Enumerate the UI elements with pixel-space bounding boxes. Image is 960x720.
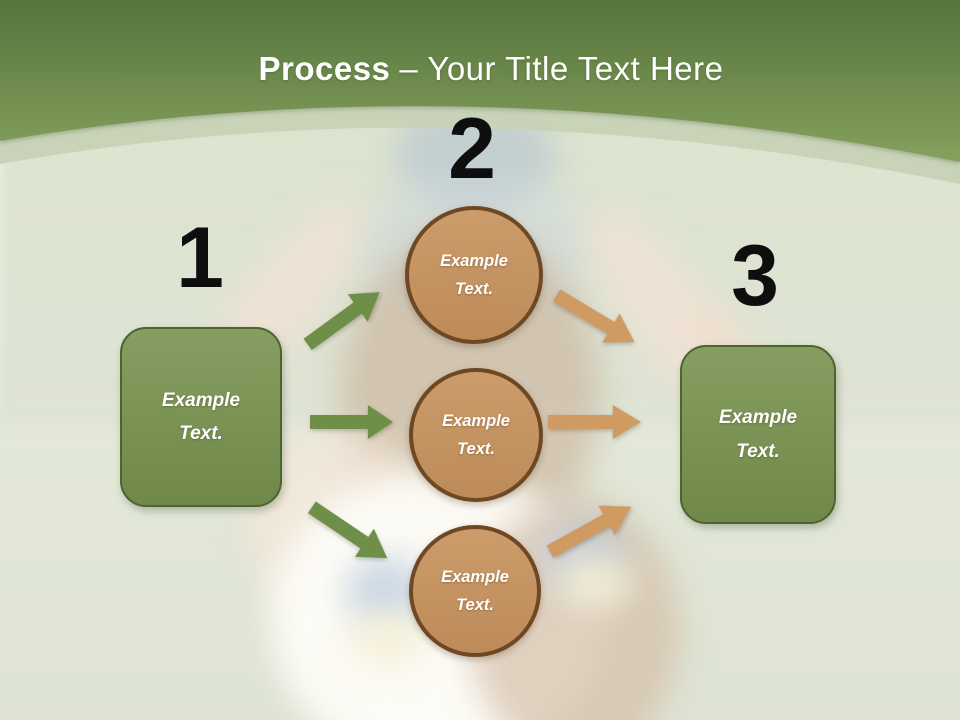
orange-arrow-up-right-icon [546, 505, 632, 558]
green-arrow-right-icon [310, 405, 394, 439]
label-line2: Text. [457, 440, 495, 458]
step-number-2: 2 [448, 101, 496, 197]
process-circle-2: Example Text. [409, 368, 543, 502]
label-line2: Text. [179, 423, 223, 444]
title-subtitle: – Your Title Text Here [399, 50, 724, 87]
green-arrow-up-right-icon [303, 292, 380, 351]
label-line2: Text. [456, 596, 494, 614]
slide-title: Process– Your Title Text Here [0, 50, 960, 88]
orange-arrow-right-icon [548, 405, 641, 439]
header-curve-green [0, 0, 960, 162]
step-number-3: 3 [731, 228, 779, 324]
process-box-step1: Example Text. [120, 327, 282, 507]
label-line1: Example [161, 389, 241, 411]
green-arrow-down-right-icon [307, 501, 388, 559]
label-line1: Example [442, 411, 510, 430]
process-box-step3-label: Example Text. [719, 401, 797, 468]
title-keyword: Process [258, 50, 391, 87]
process-circle-3-label: Example Text. [441, 563, 509, 619]
process-circle-2-label: Example Text. [442, 407, 510, 463]
header-banner [0, 0, 960, 184]
label-line2: Text. [736, 440, 780, 462]
label-line2: Text. [455, 280, 493, 298]
process-circle-1: Example Text. [405, 206, 543, 344]
step-number-1: 1 [176, 210, 224, 306]
photo-child-left-shoe [350, 610, 425, 665]
process-circle-1-label: Example Text. [440, 247, 508, 303]
label-line1: Example [718, 407, 798, 429]
orange-arrow-down-right-icon [552, 289, 635, 343]
photo-child-right-shoe [555, 555, 635, 610]
label-line1: Example [441, 567, 509, 586]
process-circle-3: Example Text. [409, 525, 541, 657]
process-box-step3: Example Text. [680, 345, 836, 524]
label-line1: Example [440, 251, 508, 270]
process-box-step1-label: Example Text. [162, 384, 240, 451]
